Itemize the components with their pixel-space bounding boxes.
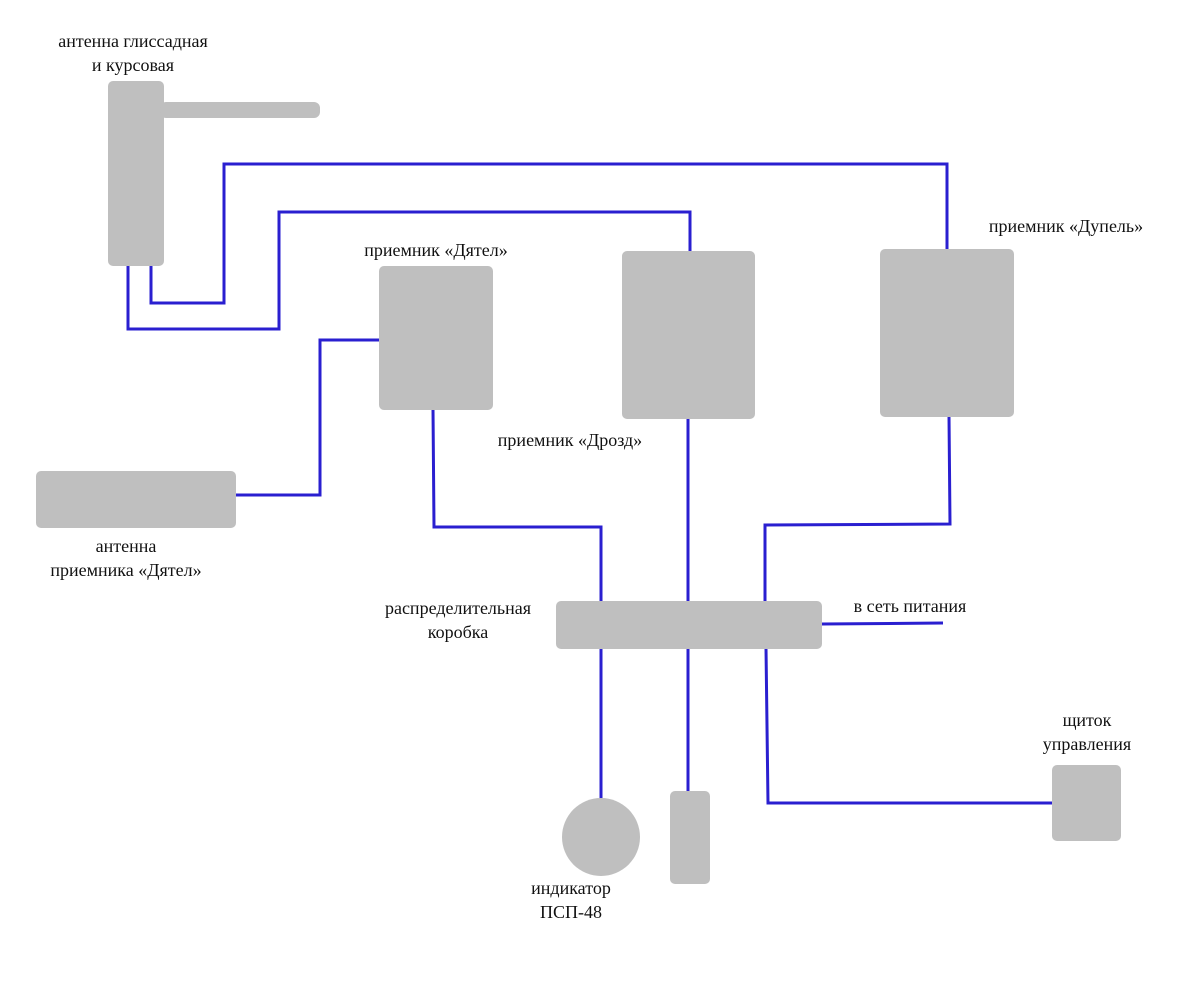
label-receiver-drozd-text: приемник «Дрозд» xyxy=(497,430,643,450)
antenna-glide-course-arm xyxy=(160,102,320,118)
wire-box-to-control-panel xyxy=(764,647,1053,805)
wire-dyatel-antenna-to-dyatel xyxy=(234,338,380,497)
label-control-panel: щиток управления xyxy=(1020,708,1154,756)
label-receiver-drozd: приемник «Дрозд» xyxy=(467,428,673,452)
wire-box-to-power xyxy=(821,621,944,626)
label-antenna-dyatel-line1: антенна xyxy=(95,536,157,556)
label-indicator-line1: индикатор xyxy=(531,878,611,898)
label-power-network: в сеть питания xyxy=(830,594,990,618)
label-antenna-dyatel-line2: приемника «Дятел» xyxy=(50,560,202,580)
label-antenna-glide-course-line1: антенна глиссадная xyxy=(58,31,208,51)
receiver-drozd xyxy=(622,251,755,419)
distribution-box xyxy=(556,601,822,649)
label-control-panel-line2: управления xyxy=(1042,734,1132,754)
small-unit xyxy=(670,791,710,884)
label-antenna-glide-course: антенна глиссадная и курсовая xyxy=(28,29,238,77)
label-receiver-dupel: приемник «Дупель» xyxy=(964,214,1168,238)
wire-dyatel-to-box xyxy=(431,408,603,602)
label-receiver-dyatel: приемник «Дятел» xyxy=(336,238,536,262)
label-power-network-text: в сеть питания xyxy=(853,596,967,616)
wire-antenna-to-dupel xyxy=(149,162,949,305)
indicator-psp48 xyxy=(562,798,640,876)
label-antenna-dyatel: антенна приемника «Дятел» xyxy=(26,534,226,582)
wire-antenna-to-drozd xyxy=(126,210,692,331)
label-indicator: индикатор ПСП-48 xyxy=(491,876,651,924)
antenna-dyatel xyxy=(36,471,236,528)
label-antenna-glide-course-line2: и курсовая xyxy=(91,55,175,75)
wire-dupel-to-box xyxy=(763,415,952,602)
label-distribution-box-line1: распределительная xyxy=(384,598,532,618)
label-receiver-dyatel-text: приемник «Дятел» xyxy=(364,240,508,260)
label-distribution-box: распределительная коробка xyxy=(358,596,558,644)
receiver-dyatel xyxy=(379,266,493,410)
antenna-glide-course-mast xyxy=(108,81,164,266)
label-receiver-dupel-text: приемник «Дупель» xyxy=(988,216,1144,236)
control-panel xyxy=(1052,765,1121,841)
label-indicator-line2: ПСП-48 xyxy=(540,902,602,922)
label-control-panel-line1: щиток xyxy=(1062,710,1112,730)
receiver-dupel xyxy=(880,249,1014,417)
label-distribution-box-line2: коробка xyxy=(427,622,489,642)
